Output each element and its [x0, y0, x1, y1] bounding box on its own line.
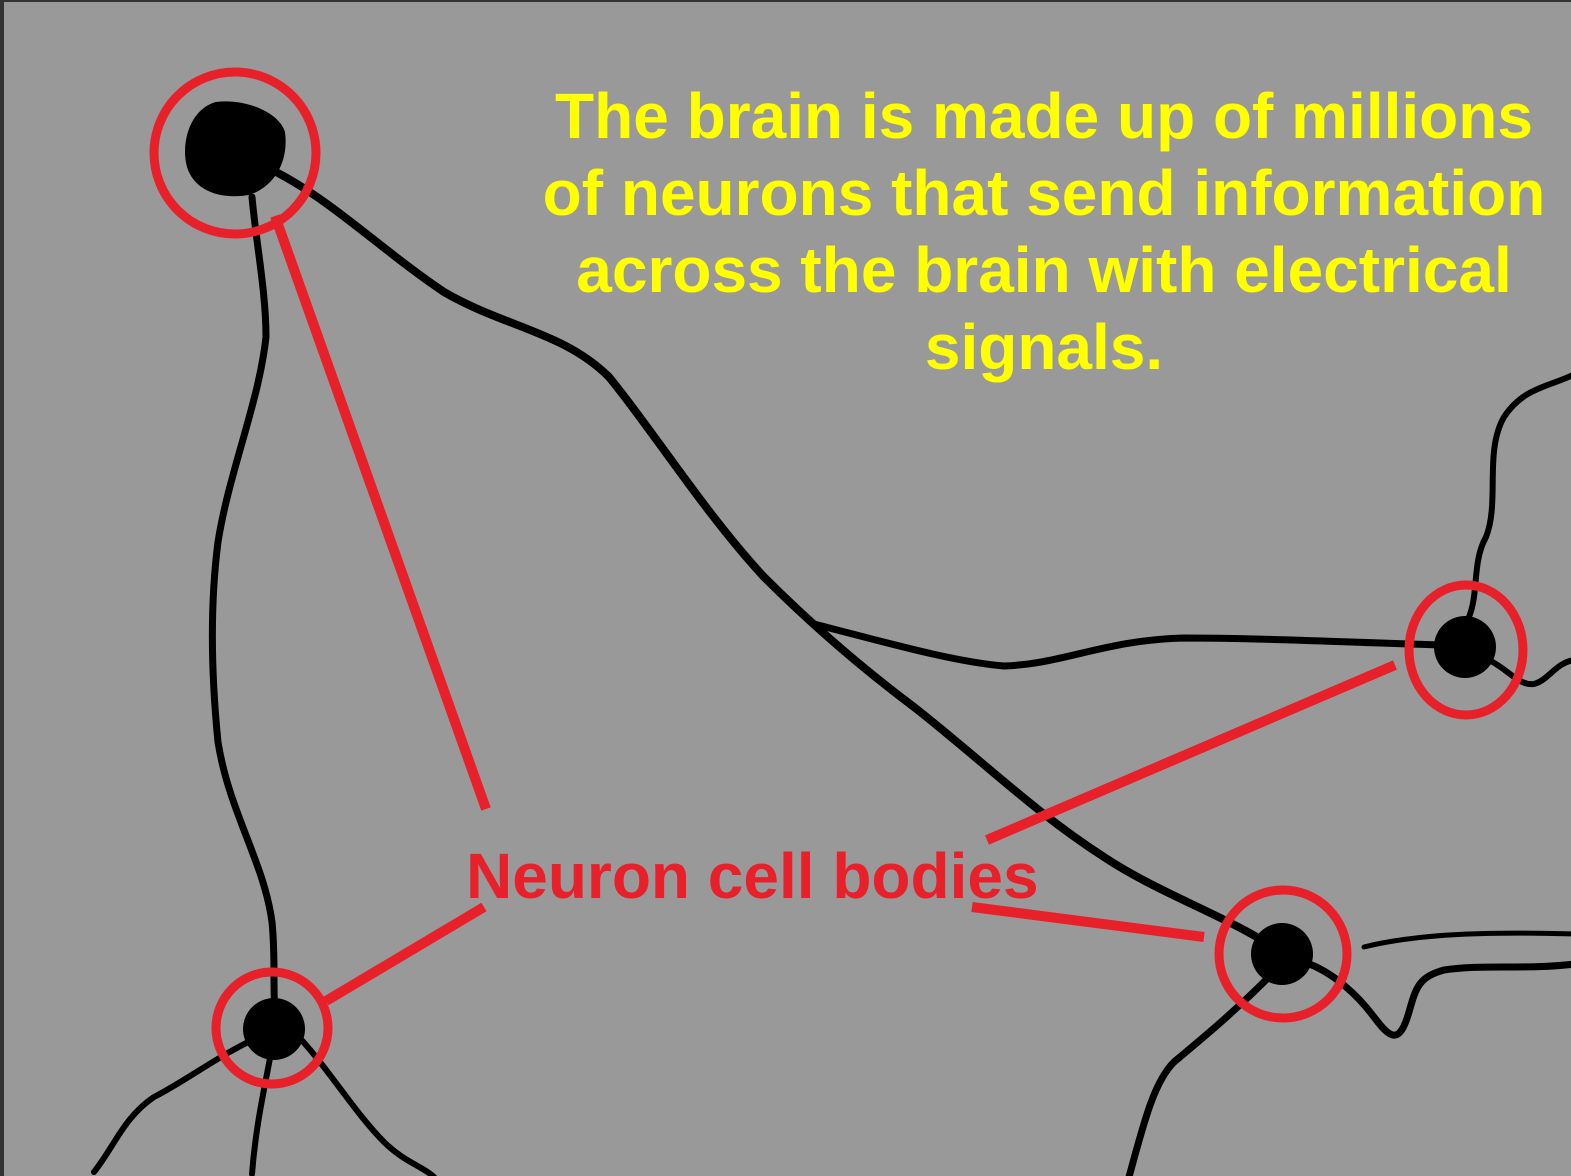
dendrite-bottom-left-b: [252, 1047, 272, 1174]
neuron-cell-body-bottom-left: [243, 998, 305, 1060]
dendrite-bottom-left-c: [294, 1032, 434, 1176]
slide-headline: The brain is made up of millions of neur…: [534, 78, 1554, 386]
axon-branch-to-right-neuron: [814, 624, 1444, 666]
neuron-cell-body-bottom-right: [1251, 923, 1313, 985]
callout-line-bottom-left: [326, 907, 484, 1001]
dendrite-top-left-to-bottom-left: [212, 197, 276, 1027]
dendrite-bottom-left-a: [94, 1037, 259, 1172]
dendrite-bottom-right-up: [1364, 933, 1571, 947]
callout-line-right: [987, 665, 1395, 840]
dendrite-right-side: [1489, 660, 1571, 684]
dendrite-right-up: [1469, 374, 1571, 617]
neuron-cell-body-top-left: [185, 101, 286, 196]
callout-line-top-left: [275, 216, 486, 809]
neuron-cell-bodies-label: Neuron cell bodies: [466, 838, 1039, 914]
neuron-cell-body-right: [1434, 616, 1496, 678]
